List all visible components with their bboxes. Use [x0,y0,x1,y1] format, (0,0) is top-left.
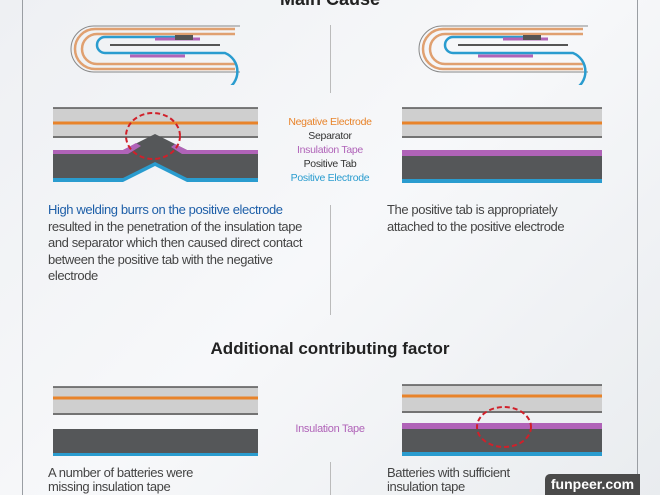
battery-coil-diagram-left [70,25,240,85]
divider-bottom [330,462,331,495]
divider-top [330,25,331,93]
label-negative-electrode: Negative Electrode [288,116,372,128]
tape-highlight-circle [476,406,532,448]
layer-diagram-normal [402,107,602,183]
watermark: funpeer.com [545,474,640,495]
label-separator: Separator [308,130,352,142]
additional-factor-title: Additional contributing factor [210,339,450,358]
normal-description: The positive tab is appropriately attach… [387,202,565,234]
defect-description: High welding burrs on the positive elect… [48,202,313,285]
bottom-label-insulation-tape: Insulation Tape [295,423,365,435]
defect-description-rest: resulted in the penetration of the insul… [48,218,303,284]
defect-highlight-text: High welding burrs on the positive elect… [48,202,283,217]
label-positive-electrode: Positive Electrode [290,172,370,184]
label-insulation-tape: Insulation Tape [297,144,363,156]
main-cause-title: Main Cause [0,0,660,10]
label-positive-tab: Positive Tab [303,158,357,170]
defect-highlight-circle [125,112,181,160]
sufficient-tape-description: Batteries with sufficient insulation tap… [387,465,510,494]
divider-middle [330,205,331,315]
missing-tape-description: A number of batteries were missing insul… [48,465,193,494]
layer-diagram-sufficient-tape [402,384,602,456]
layer-diagram-defective [53,107,258,182]
battery-coil-diagram-right [418,25,588,85]
layer-diagram-missing-tape [53,386,258,456]
frame-right-border [637,0,638,495]
frame-left-border [22,0,23,495]
